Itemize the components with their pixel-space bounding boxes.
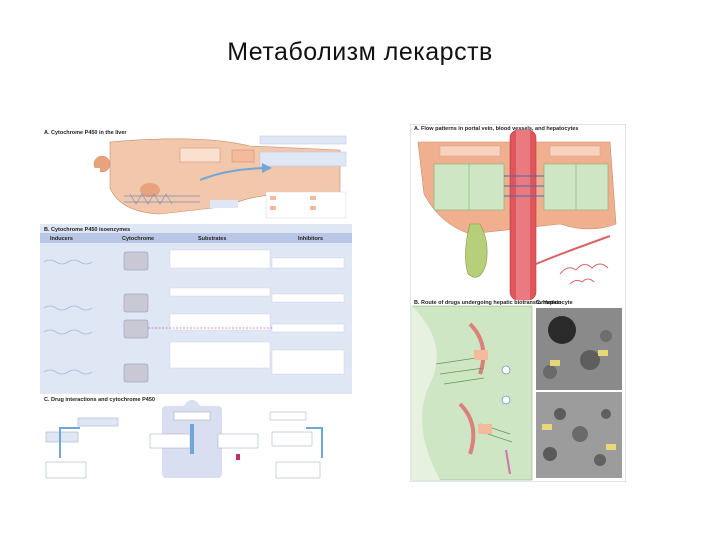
gallbladder	[465, 223, 488, 278]
bile-arrow	[505, 449, 511, 475]
hepatic-biotransformation-figure: A. Flow patterns in portal vein, blood v…	[410, 124, 626, 482]
isoenzyme-row	[43, 249, 345, 271]
nucleus-icon	[140, 183, 160, 197]
column-cytochrome: Cytochrome	[122, 236, 154, 242]
right-panel-b-label: B. Route of drugs undergoing hepatic bio…	[414, 300, 562, 306]
panel-b-label: B. Cytochrome P450 isoenzymes	[44, 227, 130, 233]
column-inhibitors: Inhibitors	[298, 236, 323, 242]
panel-a-label: A. Cytochrome P450 in the liver	[44, 130, 127, 136]
right-panel-c-label: C. Hepatocyte	[536, 300, 573, 306]
isoenzyme-row	[43, 341, 345, 383]
panel-c-interactions: C. Drug interactions and cytochrome P450	[40, 394, 352, 482]
column-substrates: Substrates	[198, 236, 226, 242]
column-inducers: Inducers	[50, 236, 73, 242]
panel-a-liver-flow: A. Flow patterns in portal vein, blood v…	[414, 126, 617, 301]
panel-a-liver: A. Cytochrome P450 in the liver	[40, 128, 352, 224]
panel-b-isoenzymes: B. Cytochrome P450 isoenzymes Inducers C…	[40, 224, 352, 394]
panel-b-drug-route: B. Route of drugs undergoing hepatic bio…	[411, 300, 562, 481]
panel-c-micrographs: C. Hepatocyte	[536, 300, 622, 478]
isoenzyme-row	[43, 313, 345, 339]
panel-c-label: C. Drug interactions and cytochrome P450	[44, 397, 155, 403]
isoenzyme-row	[43, 287, 345, 313]
cytochrome-p450-figure: A. Cytochrome P450 in the liver B. Cytoc…	[40, 128, 352, 482]
slide-title: Метаболизм лекарств	[227, 38, 493, 66]
right-panel-a-label: A. Flow patterns in portal vein, blood v…	[414, 126, 578, 132]
